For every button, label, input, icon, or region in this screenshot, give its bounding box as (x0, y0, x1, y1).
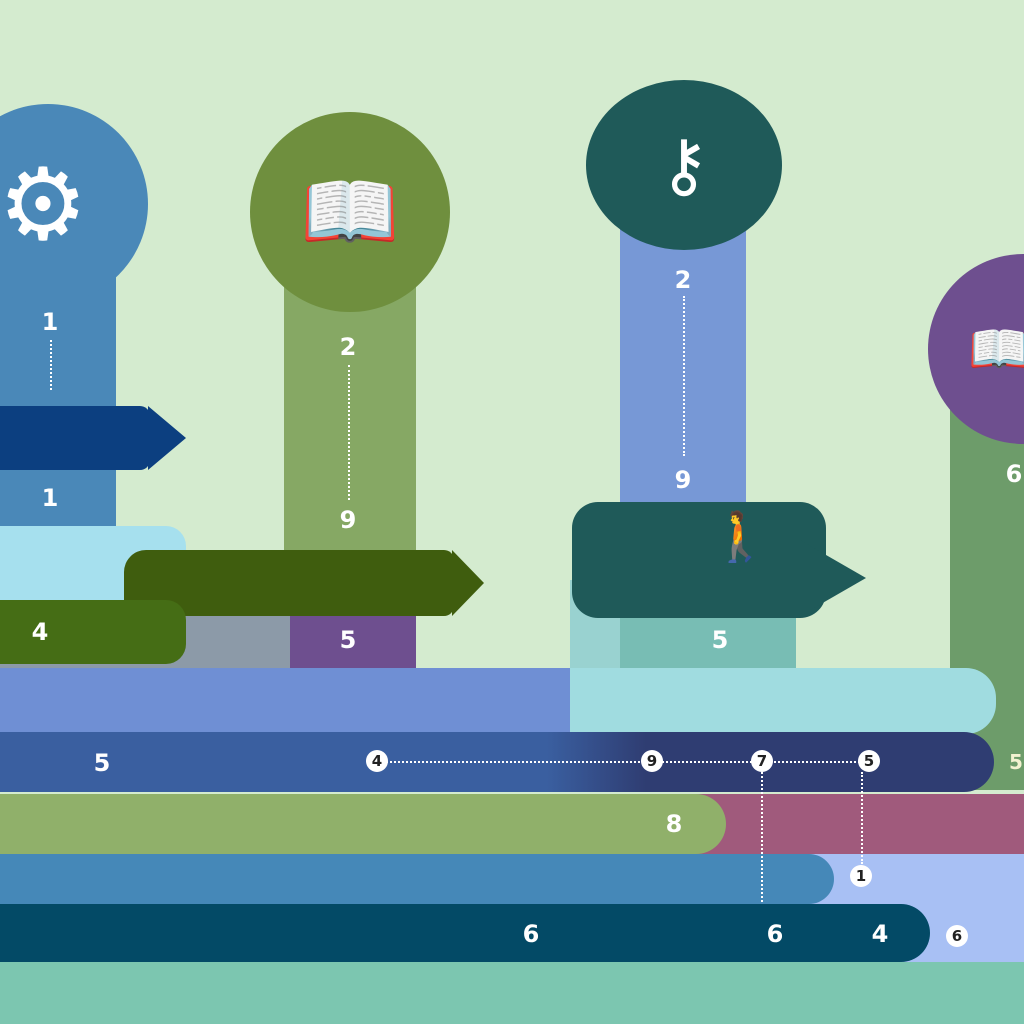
band-green-left (0, 600, 186, 664)
row-3-marker: 1 (850, 865, 872, 887)
column-4-label: 6 (1005, 460, 1023, 488)
column-1-circle: ⚙ (0, 104, 148, 304)
row-band-aqua (570, 668, 996, 734)
row-1-label: 5 (93, 749, 111, 777)
connector (348, 365, 350, 500)
column-2-label-bottom: 5 (339, 626, 357, 654)
arrow-2-tip (452, 550, 484, 616)
footer-band (0, 962, 1024, 1024)
arrow-1-tip (148, 406, 186, 470)
arrow-1 (0, 406, 150, 470)
row-2-bar (0, 794, 726, 854)
connector (861, 772, 863, 864)
row-band-periwinkle (0, 668, 574, 734)
gear-icon: ⚙ (0, 145, 88, 263)
column-1-label-bottom: 1 (41, 484, 59, 512)
column-3-circle: ⚷ (586, 80, 782, 250)
book-idea-icon: 📖 (300, 165, 400, 258)
key-icon: ⚷ (658, 124, 710, 206)
column-4-circle: 📖 (928, 254, 1024, 444)
row-1-marker: 7 (751, 750, 773, 772)
arrow-label: 4 (31, 618, 49, 646)
column-2-circle: 📖 (250, 112, 450, 312)
connector (378, 761, 868, 763)
column-3-label-bottom: 5 (711, 626, 729, 654)
row-2-label: 8 (665, 810, 683, 838)
connector (761, 772, 763, 902)
row-4-bar (0, 904, 930, 962)
row-1-marker: 4 (366, 750, 388, 772)
row-4-label: 6 (766, 920, 784, 948)
row-4-label: 6 (522, 920, 540, 948)
person-icon: 🚶 (710, 509, 770, 565)
column-2-label-top: 2 (339, 333, 357, 361)
connector (50, 340, 52, 390)
column-1-label-top: 1 (41, 308, 59, 336)
book-icon: 📖 (968, 319, 1024, 378)
row-1-marker: 9 (641, 750, 663, 772)
column-3-label-mid: 9 (674, 466, 692, 494)
row-4-label: 4 (871, 920, 889, 948)
row-4-marker: 6 (946, 925, 968, 947)
speech-arrow-tip (800, 540, 866, 616)
column-3-label-top: 2 (674, 266, 692, 294)
row-1-side-label: 5 (1009, 750, 1023, 774)
column-2-label-mid: 9 (339, 506, 357, 534)
speech-arrow (572, 502, 826, 618)
row-3-bar (0, 854, 834, 904)
connector (683, 296, 685, 456)
row-1-marker: 5 (858, 750, 880, 772)
